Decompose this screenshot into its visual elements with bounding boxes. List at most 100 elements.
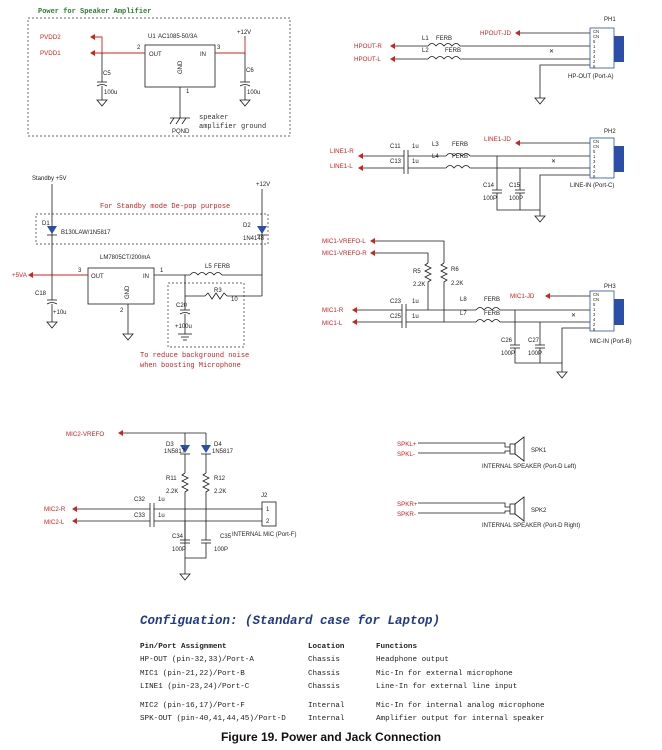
c11-value: 1u [412, 144, 419, 150]
jack-pin-label: 6 [593, 174, 596, 179]
net-mic2-l: MIC2-L [44, 519, 65, 526]
d4-refdes: D4 [214, 442, 222, 448]
u1-gnd-pin: GND [178, 60, 184, 74]
r11-refdes: R11 [166, 476, 177, 482]
c32-value: 1u [158, 497, 165, 503]
c26-refdes: C26 [501, 338, 513, 344]
c23-value: 1u [412, 299, 419, 305]
speaker-section: SPKL+ SPKL- SPK1 INTERNAL SPEAKER (Port-… [397, 436, 580, 529]
net-mic2-r: MIC2-R [44, 506, 66, 513]
net-plus12v-mid: +12V [256, 182, 270, 188]
config-cell-assignment: MIC2 (pin-16,17)/Port-F [140, 701, 245, 710]
l1-part: FERB [436, 36, 452, 42]
c35-value: 100P [214, 547, 228, 553]
l8-part: FERB [484, 297, 500, 303]
net-hpout-r: HPOUT-R [354, 43, 382, 50]
jack-pin-label: CN [593, 29, 599, 34]
c25-refdes: C25 [390, 314, 402, 320]
c27-refdes: C27 [528, 338, 540, 344]
l2-part: FERB [445, 48, 461, 54]
r5-value: 2.2K [413, 282, 425, 288]
config-cell-location: Chassis [308, 669, 340, 678]
config-cell-function: Mic-In for external microphone [376, 669, 513, 678]
jack-pin-label: CN [593, 144, 599, 149]
r11-value: 2.2K [166, 489, 178, 495]
ph2-nc-mark: ✕ [551, 159, 556, 165]
l5-refdes: L5 [205, 264, 212, 270]
c20-refdes: C20 [176, 303, 188, 309]
config-cell-assignment: LINE1 (pin-23,24)/Port-C [140, 683, 250, 692]
jack-pin-label: 5 [593, 302, 596, 307]
config-cell-location: Internal [308, 701, 345, 710]
net-line1-jd: LINE1-JD [484, 136, 511, 143]
jack-pin-label: 3 [593, 49, 596, 54]
config-cell-assignment: HP-OUT (pin-32,33)/Port-A [140, 656, 254, 665]
u1-pin3: 3 [217, 45, 221, 51]
reg2-pin2: 2 [120, 308, 124, 314]
config-row: SPK-OUT (pin-40,41,44,45)/Port-D Interna… [140, 713, 560, 727]
jack-pin-label: 6 [593, 64, 596, 69]
ph2-jack-body [614, 146, 624, 172]
ph3-refdes: PH3 [604, 284, 616, 290]
jack-pin-label: 1 [593, 154, 596, 159]
config-title: Configuation: (Standard case for Laptop) [140, 614, 441, 628]
d3-part: 1N5817 [164, 449, 186, 455]
config-header-row: Pin/Port Assignment Location Functions [140, 640, 560, 654]
config-cell-location: Internal [308, 715, 345, 724]
config-row: LINE1 (pin-23,24)/Port-C Chassis Line-In… [140, 681, 560, 695]
c13-refdes: C13 [390, 159, 402, 165]
d1-refdes: D1 [42, 221, 50, 227]
jack-pin-label: CN [593, 292, 599, 297]
c35-refdes: C35 [220, 534, 232, 540]
jack-pin-label: CN [593, 34, 599, 39]
r12-refdes: R12 [214, 476, 226, 482]
net-mic1-vrefo-r: MIC1-VREFO-R [322, 250, 367, 257]
reg2-gnd-pin: GND [125, 285, 131, 299]
ph2-desc: LINE-IN (Port-C) [570, 183, 614, 189]
ph3-jack-body [614, 299, 624, 325]
note-reduce-noise-2: when boosting Microphone [140, 362, 241, 370]
depop-border [35, 213, 269, 245]
standby-section: Standby +5V +12V For Standby mode De-pop… [12, 176, 270, 370]
config-cell-function: Amplifier output for internal speaker [376, 715, 545, 724]
jack-pin-label: 2 [593, 59, 596, 64]
l5-part: FERB [214, 264, 230, 270]
d2-part: 1N4148 [243, 236, 265, 242]
net-pqnd: PQND [172, 129, 190, 135]
spk1-cone [514, 436, 525, 462]
r12-value: 2.2K [214, 489, 226, 495]
config-cell-assignment: MIC1 (pin-21,22)/Port-B [140, 669, 245, 678]
jack-pin-label: 3 [593, 312, 596, 317]
ph1-jack-body [614, 36, 624, 62]
jack-pin-label: 4 [593, 164, 596, 169]
c5-refdes: C5 [103, 71, 111, 77]
net-plus12v-top: +12V [237, 30, 251, 36]
config-row: MIC2 (pin-16,17)/Port-F Internal Mic-In … [140, 699, 560, 713]
noise-filter-border [167, 282, 245, 348]
c32-refdes: C32 [134, 497, 146, 503]
u1-pin1: 1 [186, 89, 190, 95]
jack-pin-label: 5 [593, 149, 596, 154]
config-row: HP-OUT (pin-32,33)/Port-A Chassis Headph… [140, 654, 560, 668]
j2-desc: INTERNAL MIC (Port-F) [232, 532, 296, 538]
config-header-assignment: Pin/Port Assignment [140, 642, 227, 651]
ph3-nc-mark: ✕ [571, 313, 576, 319]
j2-connector [261, 501, 277, 527]
r3-value: 10 [231, 297, 238, 303]
mic-in-section: MIC1-VREFO-L MIC1-VREFO-R R5 2.2K R6 2.2… [322, 238, 632, 379]
note-standby-depop: For Standby mode De-pop purpose [100, 203, 230, 211]
config-table: Pin/Port Assignment Location Functions H… [140, 640, 560, 726]
ph3-desc: MIC-IN (Port-B) [590, 339, 632, 345]
jack-pin-label: 5 [593, 39, 596, 44]
l4-part: FERB [452, 154, 468, 160]
spk1-body [509, 443, 516, 455]
config-header-functions: Functions [376, 642, 418, 651]
d4-part: 1N5817 [212, 449, 234, 455]
c15-refdes: C15 [509, 183, 521, 189]
net-mic1-r: MIC1-R [322, 307, 344, 314]
net-mic1-l: MIC1-L [322, 320, 343, 327]
c15-value: 100P [509, 196, 523, 202]
line-in-section: PH2 LINE1-JD LINE1-R LINE1-L C11 1u C13 … [330, 129, 624, 223]
spk2-body [509, 503, 516, 515]
